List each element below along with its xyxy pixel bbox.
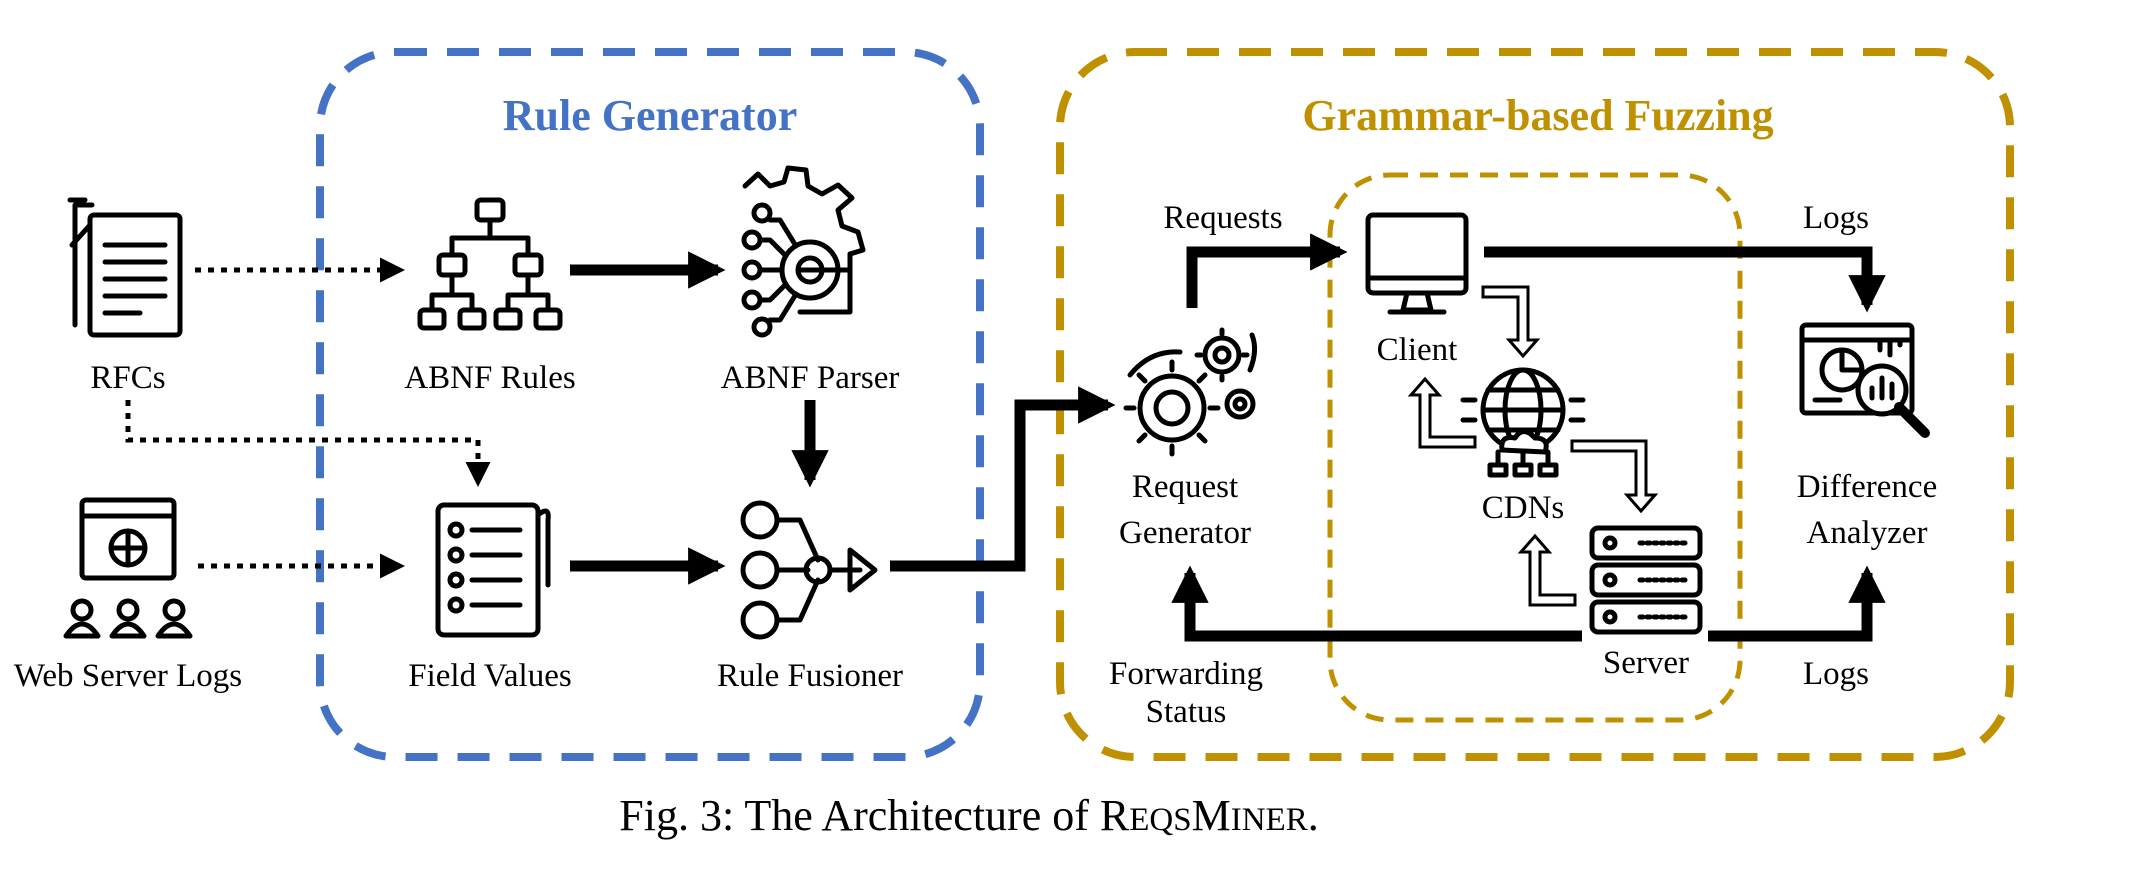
edge-label-forwarding-line1: Forwarding xyxy=(1109,656,1263,692)
difference-analyzer-label-line2: Analyzer xyxy=(1807,515,1928,551)
abnf-rules-label: ABNF Rules xyxy=(404,360,575,396)
document-icon xyxy=(67,197,183,338)
edge-label-forwarding-line2: Status xyxy=(1146,694,1227,730)
hollow-arrow-server-to-cdns xyxy=(1517,533,1577,607)
difference-analyzer-label-line1: Difference xyxy=(1797,469,1937,505)
merge-icon xyxy=(740,500,878,640)
rule-fusioner-label: Rule Fusioner xyxy=(717,658,903,694)
rule-generator-title: Rule Generator xyxy=(503,91,797,140)
web-users-icon xyxy=(63,497,193,639)
gear-circuit-icon xyxy=(741,165,866,338)
web-logs-label: Web Server Logs xyxy=(14,658,242,694)
cdns-label: CDNs xyxy=(1482,490,1565,526)
arrow-client-logs-to-analyzer xyxy=(1484,246,1886,313)
arrow-rfcs-to-field-values xyxy=(125,400,491,487)
checklist-icon xyxy=(435,502,551,638)
arrow-fusioner-to-request-generator xyxy=(890,386,1116,572)
fuzzing-title: Grammar-based Fuzzing xyxy=(1302,91,1773,140)
field-values-label: Field Values xyxy=(408,658,571,694)
hollow-arrow-cdns-to-server xyxy=(1570,439,1659,514)
request-generator-label-line2: Generator xyxy=(1119,515,1251,551)
arrow-requests-to-client xyxy=(1186,233,1348,308)
server-label: Server xyxy=(1603,645,1689,681)
edge-label-requests: Requests xyxy=(1163,200,1282,236)
gears-icon xyxy=(1123,327,1258,457)
rfcs-label: RFCs xyxy=(90,360,165,396)
globe-cloud-icon xyxy=(1460,367,1586,478)
arrow-server-status-to-request-generator xyxy=(1171,565,1582,642)
figure-caption: Fig. 3: The Architecture of REQSMINER. xyxy=(619,791,1318,840)
arrow-server-logs-to-analyzer xyxy=(1708,565,1886,642)
hollow-arrow-client-to-cdns xyxy=(1481,285,1541,359)
request-generator-label-line1: Request xyxy=(1132,469,1238,505)
edge-label-logs-top: Logs xyxy=(1803,200,1869,236)
client-label: Client xyxy=(1377,332,1458,368)
hollow-arrow-cdns-to-client xyxy=(1407,376,1477,449)
analytics-icon xyxy=(1799,322,1930,438)
hierarchy-icon xyxy=(417,197,563,331)
monitor-icon xyxy=(1365,212,1469,315)
abnf-parser-label: ABNF Parser xyxy=(721,360,900,396)
rule-generator-box xyxy=(316,48,984,761)
server-icon xyxy=(1589,525,1703,635)
edge-label-logs-bottom: Logs xyxy=(1803,656,1869,692)
